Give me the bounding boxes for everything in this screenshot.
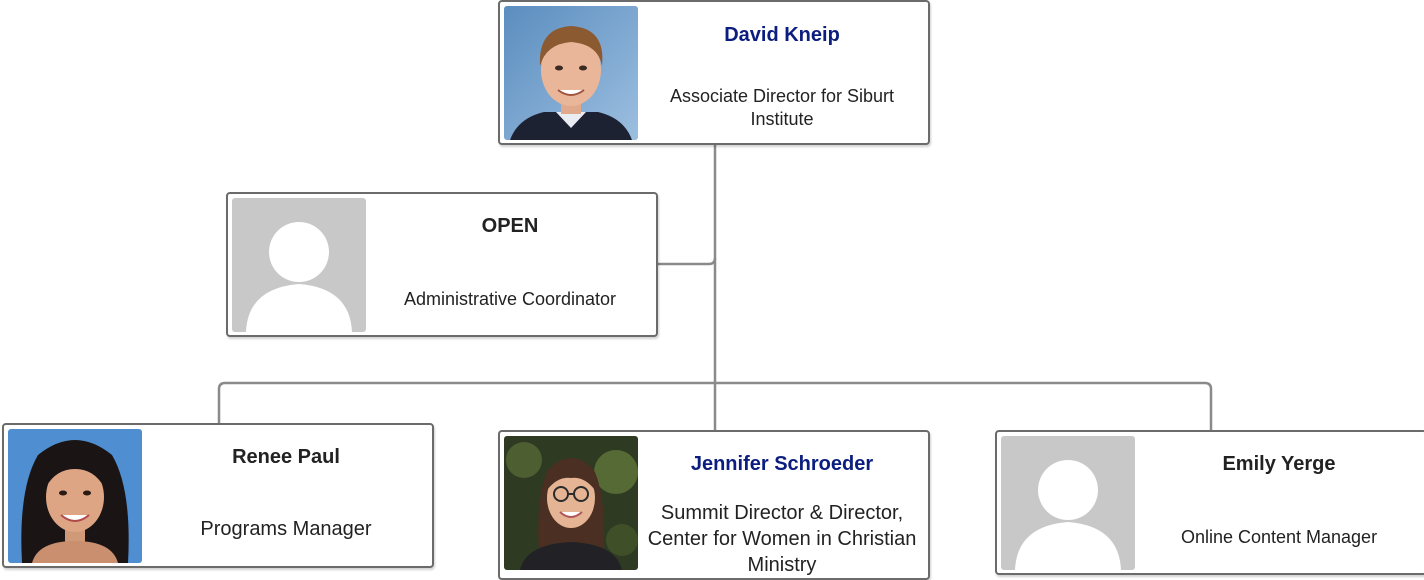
info-david-kneip: David Kneip Associate Director for Sibur… bbox=[642, 2, 922, 143]
card-open-position[interactable]: OPEN Administrative Coordinator bbox=[226, 192, 658, 337]
name-jennifer-schroeder[interactable]: Jennifer Schroeder bbox=[690, 453, 874, 475]
connector-admin bbox=[658, 257, 717, 266]
person-placeholder-icon bbox=[1001, 436, 1135, 570]
title-emily-yerge: Online Content Manager bbox=[1180, 527, 1378, 547]
name-emily-yerge: Emily Yerge bbox=[1222, 453, 1336, 475]
name-david-kneip[interactable]: David Kneip bbox=[724, 24, 840, 46]
photo-renee-paul bbox=[8, 429, 142, 563]
card-emily-yerge[interactable]: Emily Yerge Online Content Manager bbox=[995, 430, 1424, 575]
title-open-position: Administrative Coordinator bbox=[403, 289, 617, 309]
card-renee-paul[interactable]: Renee Paul Programs Manager bbox=[2, 423, 434, 568]
info-renee-paul: Renee Paul Programs Manager bbox=[146, 425, 426, 566]
info-open-position: OPEN Administrative Coordinator bbox=[370, 194, 650, 335]
name-open-position: OPEN bbox=[481, 215, 539, 237]
card-david-kneip[interactable]: David Kneip Associate Director for Sibur… bbox=[498, 0, 930, 145]
title-david-kneip: Associate Director for Siburt Institute bbox=[669, 86, 895, 129]
title-jennifer-schroeder: Summit Director & Director, Center for W… bbox=[647, 502, 917, 576]
card-jennifer-schroeder[interactable]: Jennifer Schroeder Summit Director & Dir… bbox=[498, 430, 930, 580]
person-placeholder-icon bbox=[232, 198, 366, 332]
info-emily-yerge: Emily Yerge Online Content Manager bbox=[1139, 432, 1419, 573]
name-renee-paul: Renee Paul bbox=[232, 446, 340, 468]
photo-jennifer-schroeder bbox=[504, 436, 638, 570]
title-renee-paul: Programs Manager bbox=[200, 518, 372, 540]
photo-david-kneip bbox=[504, 6, 638, 140]
info-jennifer-schroeder: Jennifer Schroeder Summit Director & Dir… bbox=[642, 432, 922, 578]
